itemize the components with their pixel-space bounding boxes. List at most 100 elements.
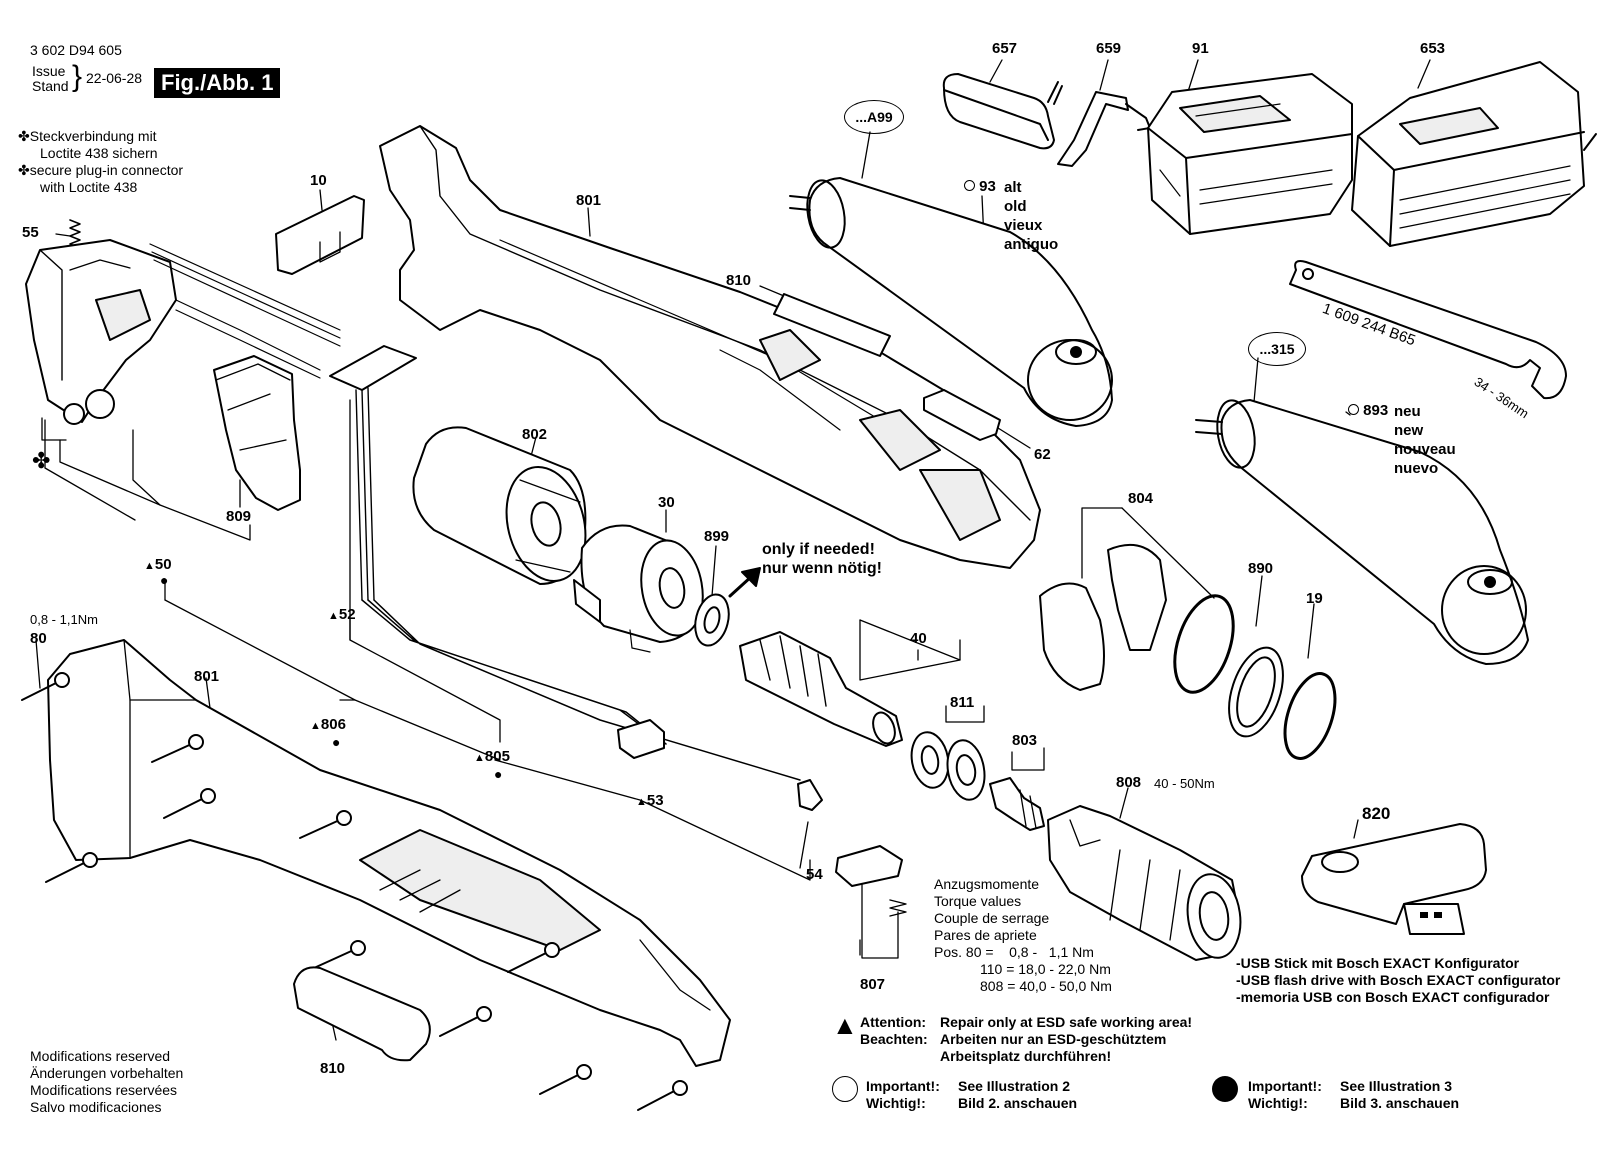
part-label-55: 55 xyxy=(22,224,39,241)
part-893-neu: neu xyxy=(1394,403,1421,420)
part-label-804: 804 xyxy=(1128,490,1154,507)
arrow-icon xyxy=(728,567,761,598)
part-93-note: alt old vieux antiguo xyxy=(1004,178,1058,254)
screw-part xyxy=(21,672,688,1111)
half-shell-part xyxy=(1039,543,1167,691)
filled-circle-icon: ● xyxy=(494,766,503,782)
o-ring-part xyxy=(1173,594,1337,760)
loctite-line-1: Steckverbindung mit xyxy=(29,128,157,144)
part-label-315: ...315 xyxy=(1248,332,1306,366)
important-3-value-en: See Illustration 3 xyxy=(1340,1078,1453,1094)
usb-note-es: -memoria USB con Bosch EXACT configurado… xyxy=(1236,989,1550,1005)
battery-pack-part xyxy=(1147,73,1353,235)
warning-triangle-icon: ▲ xyxy=(636,796,647,808)
warning-triangle-icon: ▲ xyxy=(474,752,485,764)
part-label-802: 802 xyxy=(522,426,548,443)
attention-key-en: Attention: xyxy=(860,1014,927,1030)
part-label-806: ▲806 xyxy=(310,716,346,733)
loctite-line-3: secure plug-in connector xyxy=(29,162,184,178)
belt-clip-part xyxy=(1057,91,1151,167)
washer-part xyxy=(694,593,730,647)
part-93-old: old xyxy=(1004,198,1027,215)
issue-labels: Issue Stand xyxy=(32,64,69,94)
part-label-893-number: 893 xyxy=(1363,402,1389,419)
filled-circle-icon xyxy=(1212,1076,1238,1102)
important-3-key-de: Wichtig!: xyxy=(1248,1095,1308,1111)
torque-row-808: 808 = 40,0 - 50,0 Nm xyxy=(980,978,1112,994)
part-label-805-number: 805 xyxy=(484,748,510,765)
open-circle-icon xyxy=(964,180,975,191)
part-label-52-number: 52 xyxy=(338,606,356,623)
part-label-820: 820 xyxy=(1362,804,1391,823)
important-illustration-2-note: Important!:See Illustration 2 Wichtig!:B… xyxy=(866,1078,1077,1112)
part-label-52: ▲52 xyxy=(328,606,356,623)
part-label-653: 653 xyxy=(1420,40,1446,57)
label-sleeve-part xyxy=(293,966,431,1062)
torque-heading-de: Anzugsmomente xyxy=(934,876,1040,892)
usb-stick-note: -USB Stick mit Bosch EXACT Konfigurator … xyxy=(1236,955,1560,1006)
usb-note-de: -USB Stick mit Bosch EXACT Konfigurator xyxy=(1236,955,1520,971)
modifications-es: Salvo modificaciones xyxy=(30,1099,162,1115)
issue-label-en: Issue xyxy=(32,63,66,79)
torque-heading-en: Torque values xyxy=(934,893,1022,909)
open-circle-icon xyxy=(1348,404,1359,415)
warning-triangle-icon: ▲ xyxy=(310,720,321,732)
usb-note-en: -USB flash drive with Bosch EXACT config… xyxy=(1236,972,1561,988)
part-label-805: ▲805 xyxy=(474,748,510,765)
part-93-alt: alt xyxy=(1004,179,1022,196)
part-label-53-number: 53 xyxy=(646,792,664,809)
loctite-line-2: Loctite 438 sichern xyxy=(40,145,158,161)
part-label-a99: ...A99 xyxy=(844,100,904,134)
modifications-en: Modifications reserved xyxy=(30,1048,171,1064)
connector-plug-part xyxy=(617,719,665,759)
torque-row-80: Pos. 80 = 0,8 - 1,1 Nm xyxy=(934,944,1094,960)
clutch-housing-part xyxy=(1047,805,1242,961)
part-label-10: 10 xyxy=(310,172,327,189)
issue-date: 22-06-28 xyxy=(86,70,143,86)
important-3-value-de: Bild 3. anschauen xyxy=(1340,1095,1460,1111)
part-label-808: 808 xyxy=(1116,774,1142,791)
important-2-value-de: Bild 2. anschauen xyxy=(958,1095,1078,1111)
part-label-80: 80 xyxy=(30,630,47,647)
modifications-fr: Modifications reservées xyxy=(30,1082,178,1098)
charger-part xyxy=(1351,61,1597,247)
clutch-spring-part xyxy=(989,777,1045,831)
part-893-nouveau: nouveau xyxy=(1394,441,1456,458)
only-if-needed-note: only if needed! nur wenn nötig! xyxy=(762,540,882,578)
part-label-93-number: 93 xyxy=(979,178,996,195)
important-2-value-en: See Illustration 2 xyxy=(958,1078,1071,1094)
part-label-19: 19 xyxy=(1306,590,1323,607)
document-number: 3 602 D94 605 xyxy=(30,42,122,58)
spring-part xyxy=(69,219,81,249)
label-strip-part xyxy=(773,293,891,357)
warning-triangle-icon: ▲ xyxy=(144,560,155,572)
cover-plate-part xyxy=(275,195,365,275)
important-2-key-en: Important!: xyxy=(866,1078,940,1094)
torque-heading-es: Pares de apriete xyxy=(934,927,1037,943)
trigger-switch-part xyxy=(213,355,301,511)
housing-shell-open-part xyxy=(379,125,1041,569)
important-illustration-3-note: Important!: See Illustration 3 Wichtig!: B… xyxy=(1248,1078,1459,1112)
part-label-30: 30 xyxy=(658,494,675,511)
warning-triangle-icon: ▲ xyxy=(328,610,339,622)
brace-symbol: } xyxy=(72,60,83,93)
part-label-40: 40 xyxy=(910,630,927,647)
part-label-801-top: 801 xyxy=(576,192,602,209)
part-label-659: 659 xyxy=(1096,40,1122,57)
only-if-needed-en: only if needed! xyxy=(762,541,875,558)
part-label-91: 91 xyxy=(1192,40,1209,57)
attention-key-de: Beachten: xyxy=(860,1031,928,1047)
part-label-54: 54 xyxy=(806,866,823,883)
figure-label: Fig./Abb. 1 xyxy=(154,68,281,98)
part-label-811: 811 xyxy=(950,694,975,711)
part-label-810-bottom: 810 xyxy=(320,1060,346,1077)
part-808-torque: 40 - 50Nm xyxy=(1154,776,1215,791)
important-3-key-en: Important!: xyxy=(1248,1078,1322,1094)
part-label-50-number: 50 xyxy=(154,556,172,573)
part-label-803: 803 xyxy=(1012,732,1038,749)
ring-gear-part xyxy=(910,731,986,801)
electronics-module-part xyxy=(25,239,341,425)
only-if-needed-de: nur wenn nötig! xyxy=(762,560,882,577)
part-label-50: ▲50 xyxy=(144,556,172,573)
part-893-new: new xyxy=(1394,422,1424,439)
